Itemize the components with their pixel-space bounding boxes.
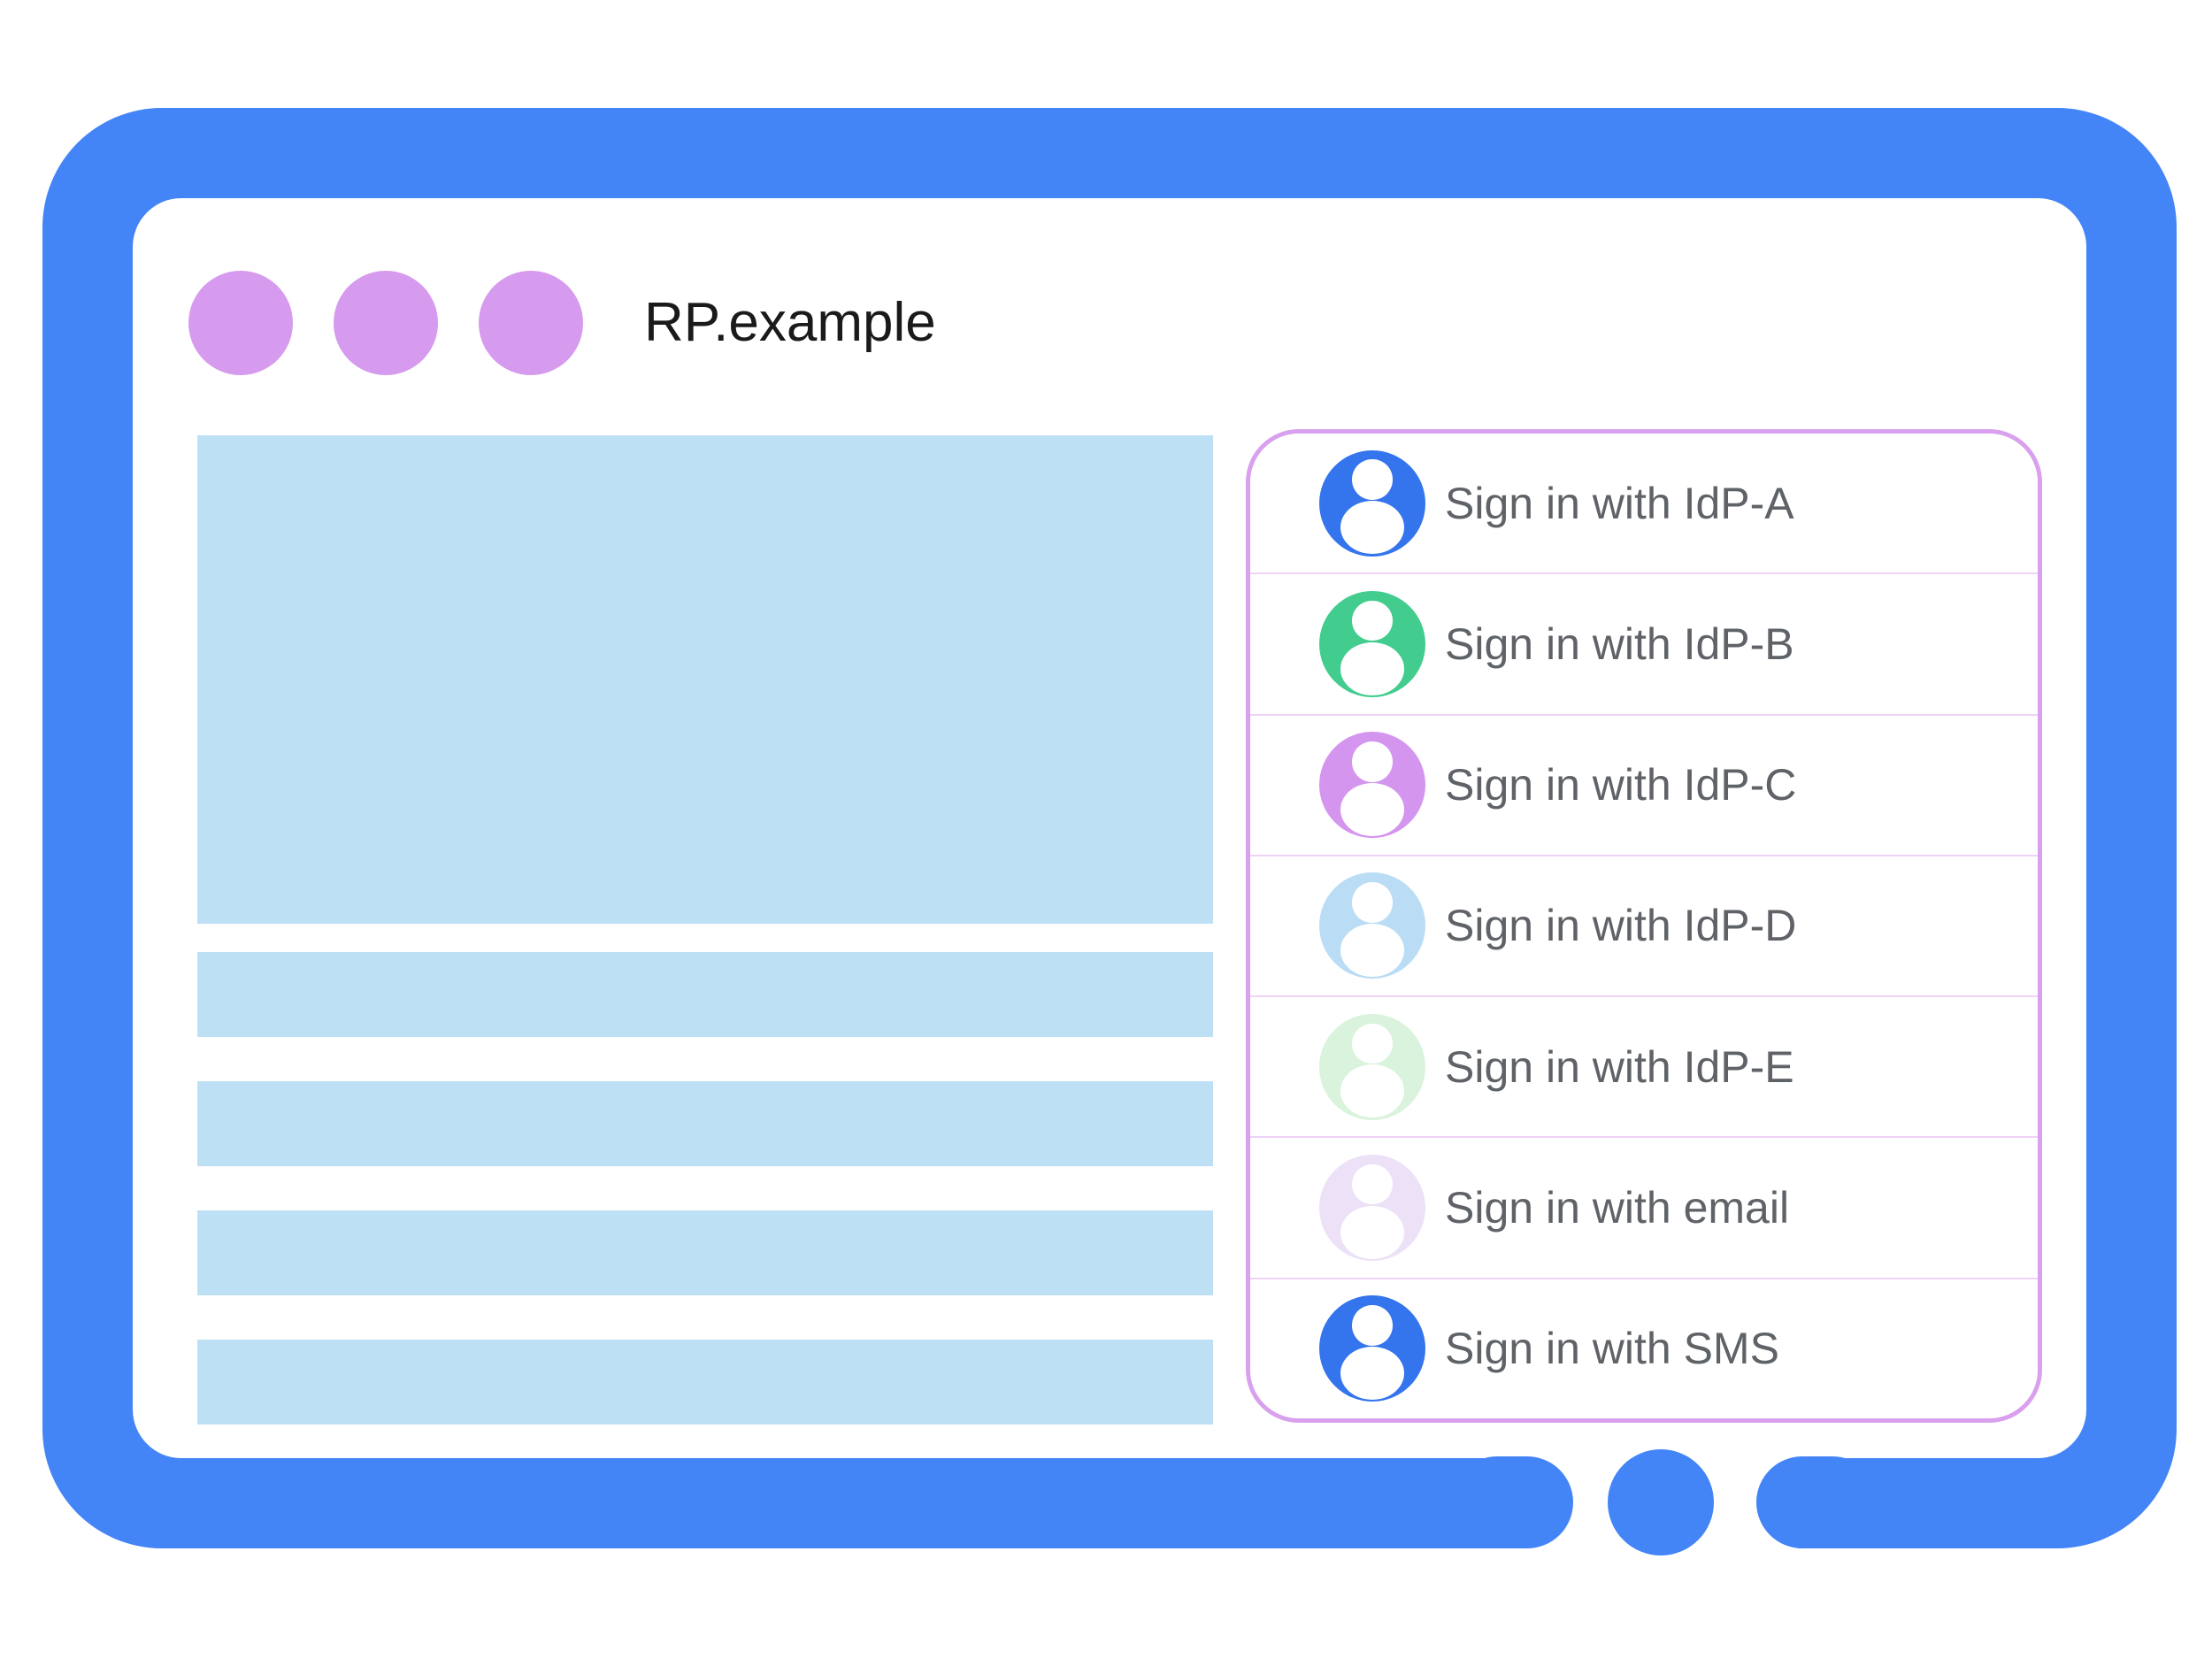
signin-panel: Sign in with IdP-A Sign in with IdP-B Si… [1246,429,2042,1423]
signin-option-label: Sign in with IdP-D [1445,901,1797,951]
signin-option-idp-e[interactable]: Sign in with IdP-E [1250,995,2038,1137]
user-avatar-icon [1319,1013,1425,1120]
user-avatar-icon [1319,1295,1425,1402]
signin-option-sms[interactable]: Sign in with SMS [1250,1277,2038,1418]
signin-option-idp-a[interactable]: Sign in with IdP-A [1250,434,2038,573]
user-avatar-icon [1319,449,1425,557]
content-placeholder-bar [197,1081,1213,1166]
avatar-head [1352,741,1393,782]
page-title: RP.example [644,292,936,353]
avatar-head [1352,600,1393,641]
signin-option-label: Sign in with IdP-B [1445,618,1794,669]
signin-option-idp-b[interactable]: Sign in with IdP-B [1250,572,2038,714]
content-placeholder-bar [197,952,1213,1037]
content-placeholder-hero [197,435,1213,924]
signin-option-label: Sign in with IdP-A [1445,478,1794,528]
content-placeholder-bar [197,1210,1213,1295]
content-placeholder-bar [197,1340,1213,1425]
avatar-torso [1340,501,1404,555]
avatar-head [1352,882,1393,923]
signin-option-label: Sign in with IdP-C [1445,760,1797,810]
window-dot[interactable] [479,271,583,375]
avatar-head [1352,1164,1393,1205]
signin-option-email[interactable]: Sign in with email [1250,1136,2038,1278]
browser-titlebar: RP.example [188,271,936,375]
user-avatar-icon [1319,872,1425,979]
avatar-head [1352,1023,1393,1064]
avatar-head [1352,1305,1393,1346]
signin-option-idp-d[interactable]: Sign in with IdP-D [1250,854,2038,996]
user-avatar-icon [1319,1155,1425,1262]
user-avatar-icon [1319,732,1425,839]
avatar-torso [1340,641,1404,695]
signin-option-label: Sign in with IdP-E [1445,1041,1794,1092]
bezel-bottom-bar-right-cap [1756,1456,1878,1548]
signin-option-label: Sign in with email [1445,1183,1790,1233]
avatar-torso [1340,1064,1404,1118]
avatar-torso [1340,782,1404,836]
avatar-head [1352,459,1393,501]
signin-option-label: Sign in with SMS [1445,1324,1779,1374]
avatar-torso [1340,1346,1404,1400]
avatar-torso [1340,1205,1404,1259]
avatar-torso [1340,924,1404,978]
window-dot[interactable] [188,271,293,375]
bezel-bottom-bar-left-cap [1451,1456,1573,1548]
signin-option-idp-c[interactable]: Sign in with IdP-C [1250,713,2038,855]
home-button[interactable] [1608,1449,1714,1555]
user-avatar-icon [1319,590,1425,697]
window-dot[interactable] [334,271,438,375]
